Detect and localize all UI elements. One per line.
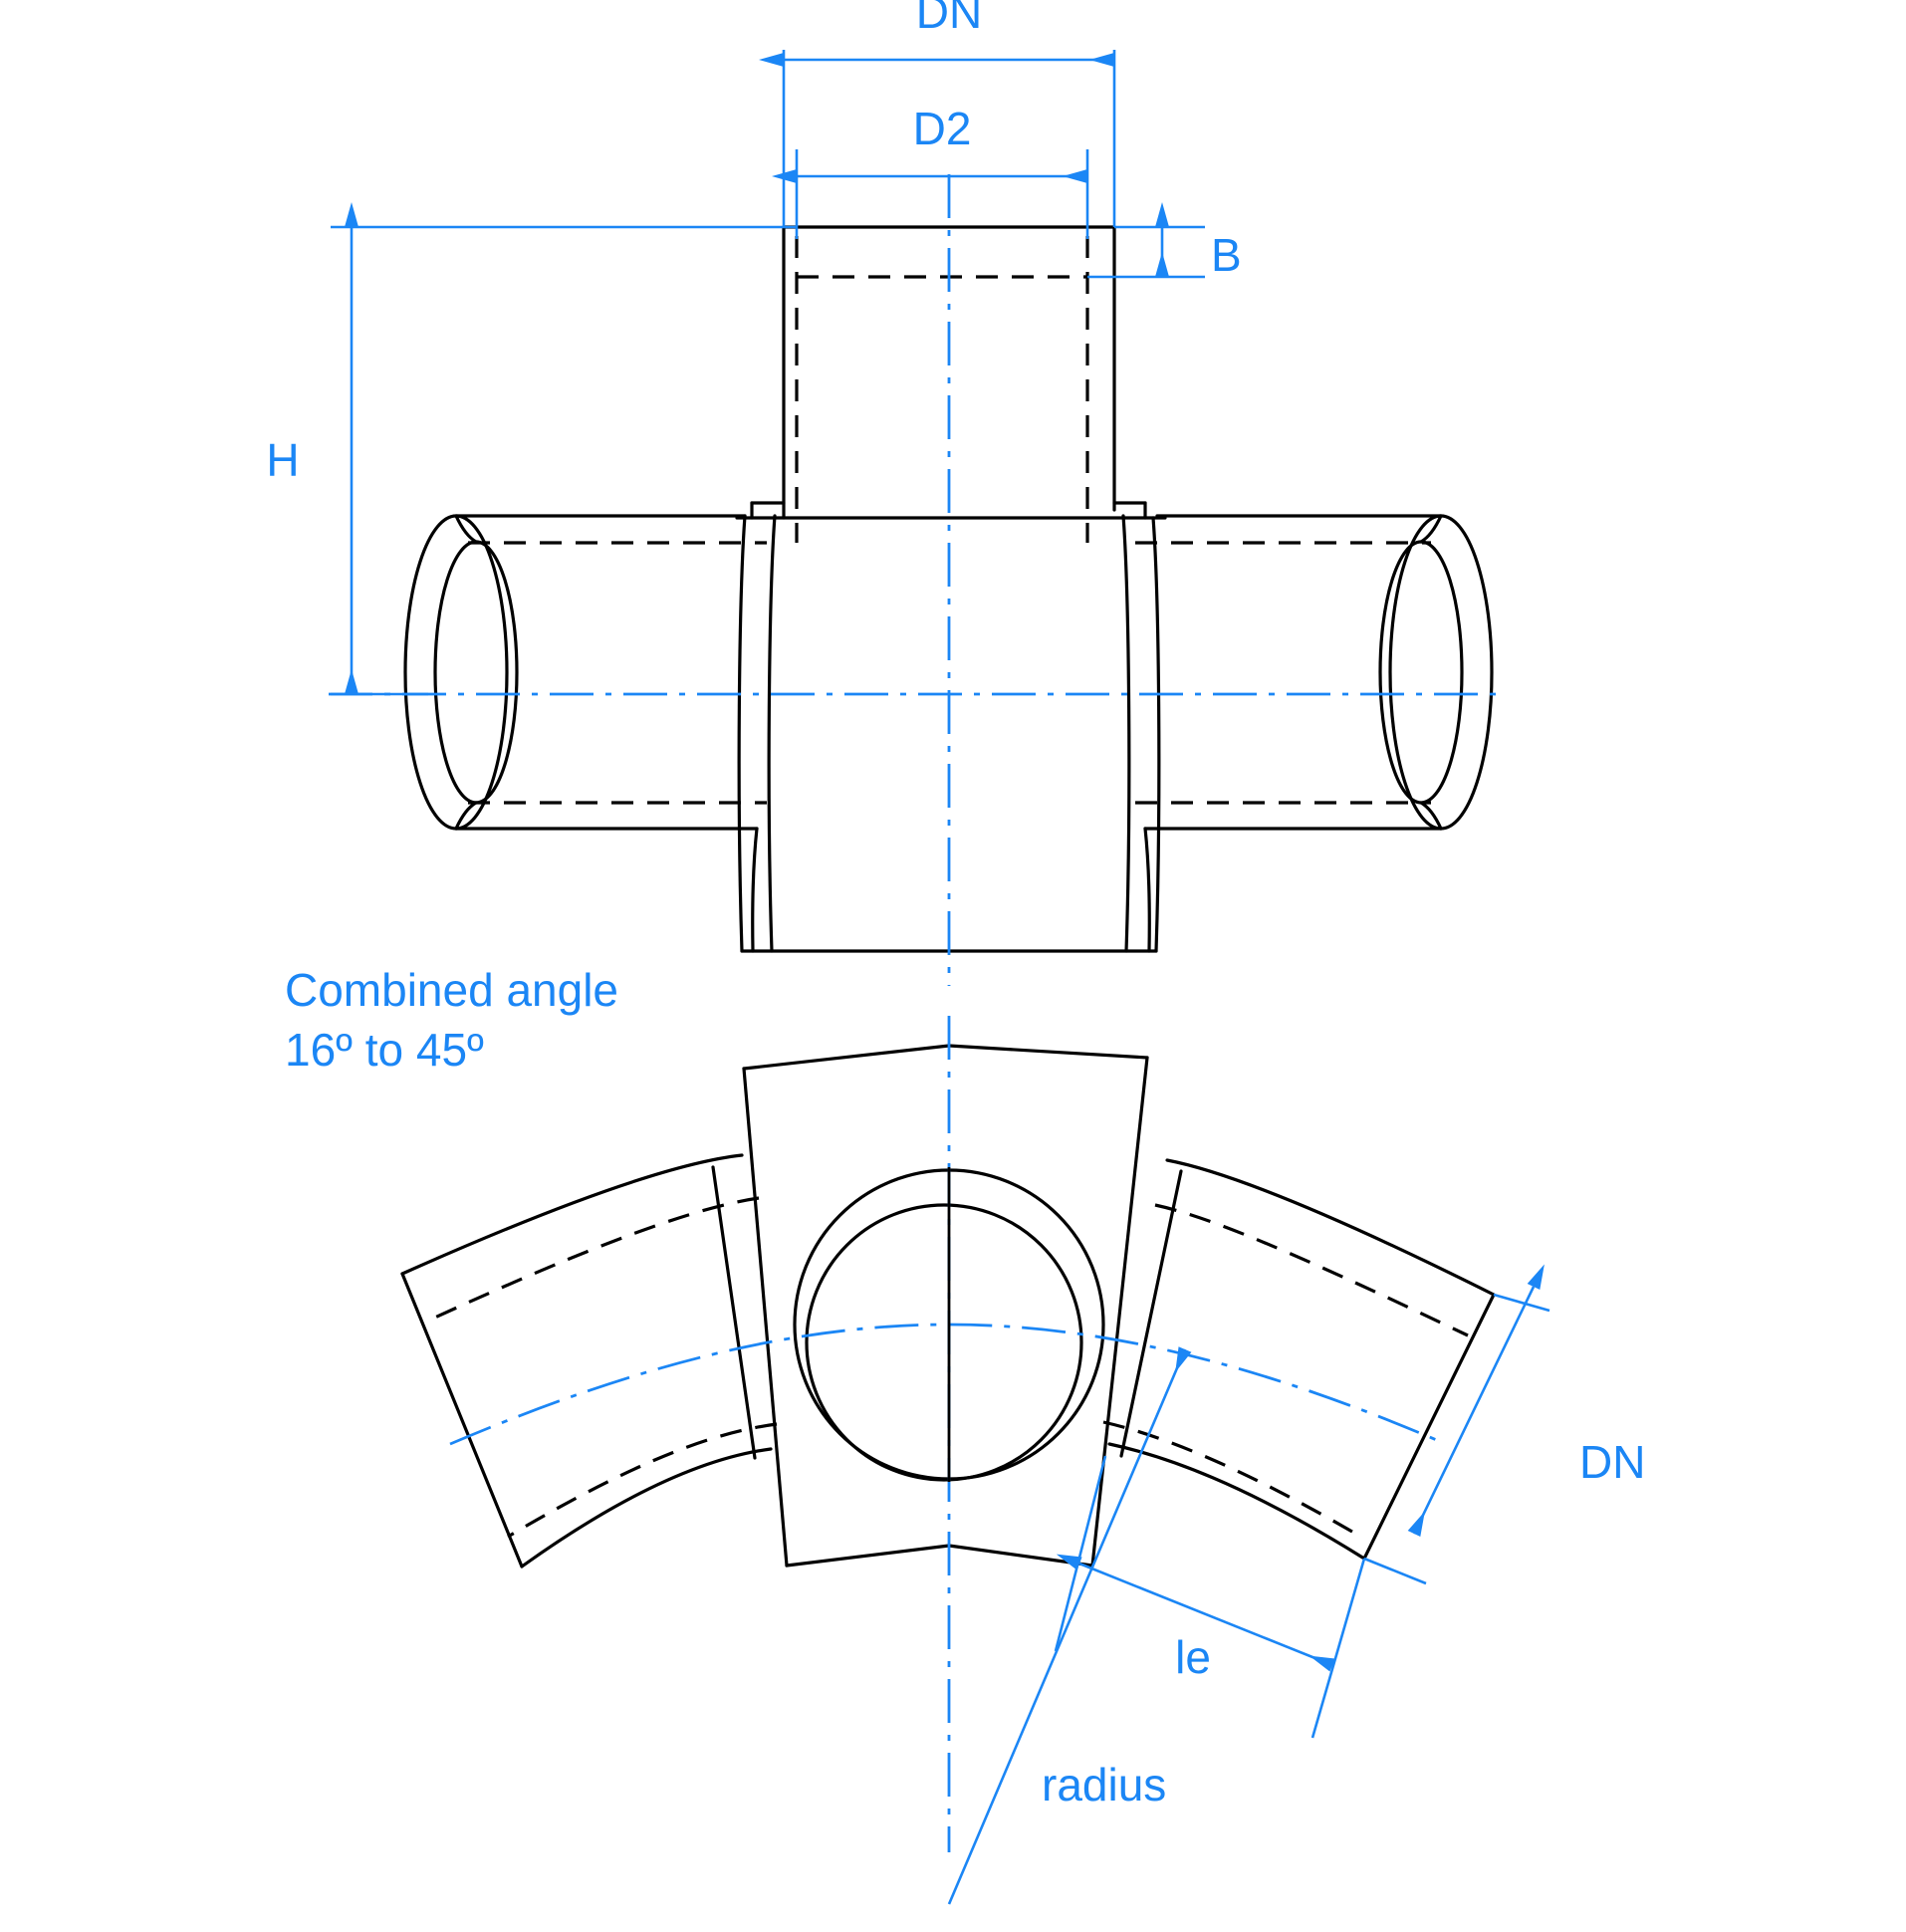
run-left-end-outer-ellipse <box>403 514 509 831</box>
run-right-end-wall-connector-top <box>1419 514 1443 544</box>
le-ext-end <box>1310 1558 1366 1739</box>
tee-body-right-silhouette-outer <box>1151 516 1161 953</box>
bend-left-arm-outer-wall <box>400 1153 744 1276</box>
le-dimension-line <box>1056 1554 1335 1672</box>
bend-view-group: radius le DN <box>400 1016 1645 1905</box>
dn-top-label: DN <box>916 0 982 38</box>
bend-bore-inner-circle <box>805 1203 1083 1482</box>
radius-leader-line <box>947 1346 1192 1905</box>
run-right-end-wall-connector-bottom <box>1419 801 1443 831</box>
bend-saddle-bottom-right-slope <box>947 1544 1094 1568</box>
dn-right-ext-bottom <box>1363 1557 1427 1585</box>
bend-left-arm-bore-hidden <box>425 1196 760 1324</box>
bend-saddle-top-right-slope <box>947 1044 1149 1060</box>
tee-body-left-silhouette-inner <box>767 514 777 953</box>
dn-right-ext-top <box>1493 1293 1550 1313</box>
combined-angle-note-line2: 16º to 45º <box>285 1024 484 1076</box>
tee-body-left-fillet <box>751 827 759 953</box>
combined-angle-note: Combined angle 16º to 45º <box>285 964 618 1076</box>
combined-angle-note-line1: Combined angle <box>285 964 618 1016</box>
run-left-end-wall-connector-bottom <box>454 801 478 831</box>
tee-body-left-silhouette-outer <box>737 514 747 953</box>
bend-saddle-bottom-left-slope <box>785 1544 951 1568</box>
run-right-end-inner-ellipse <box>1378 540 1464 805</box>
b-label: B <box>1211 229 1242 281</box>
le-label: le <box>1175 1631 1211 1683</box>
dn-right-dimension-line <box>1407 1264 1545 1538</box>
tee-body-right-silhouette-inner <box>1121 514 1131 953</box>
bend-left-arm-bore2-hidden <box>507 1422 778 1539</box>
bend-saddle-right-edge <box>1090 1056 1149 1568</box>
bend-right-arm-bore2-hidden <box>1102 1420 1353 1534</box>
bend-left-collar-line <box>711 1165 757 1460</box>
tee-body-right-fillet <box>1143 827 1151 953</box>
tee-view-group: DN D2 B H <box>266 0 1504 986</box>
bend-right-arm-inner-wall <box>1107 1442 1366 1561</box>
h-label: H <box>266 434 299 486</box>
bend-right-arm-bore-hidden <box>1154 1203 1469 1337</box>
run-left-end-wall-connector-top <box>454 514 478 544</box>
bend-right-arm-outer-wall <box>1165 1158 1496 1297</box>
bend-saddle-left-edge <box>742 1067 789 1568</box>
bend-left-arm-inner-wall <box>520 1447 773 1569</box>
run-right-end-outer-ellipse <box>1388 514 1494 831</box>
bend-right-collar-line <box>1119 1169 1183 1458</box>
bend-left-arm-end-face <box>400 1272 524 1569</box>
dn-right-label: DN <box>1579 1436 1645 1488</box>
run-left-end-inner-ellipse <box>433 540 519 805</box>
radius-label: radius <box>1042 1759 1166 1811</box>
d2-top-label: D2 <box>913 103 972 154</box>
bend-saddle-top-left-slope <box>742 1044 951 1071</box>
bend-right-arm-end-face <box>1362 1293 1496 1561</box>
